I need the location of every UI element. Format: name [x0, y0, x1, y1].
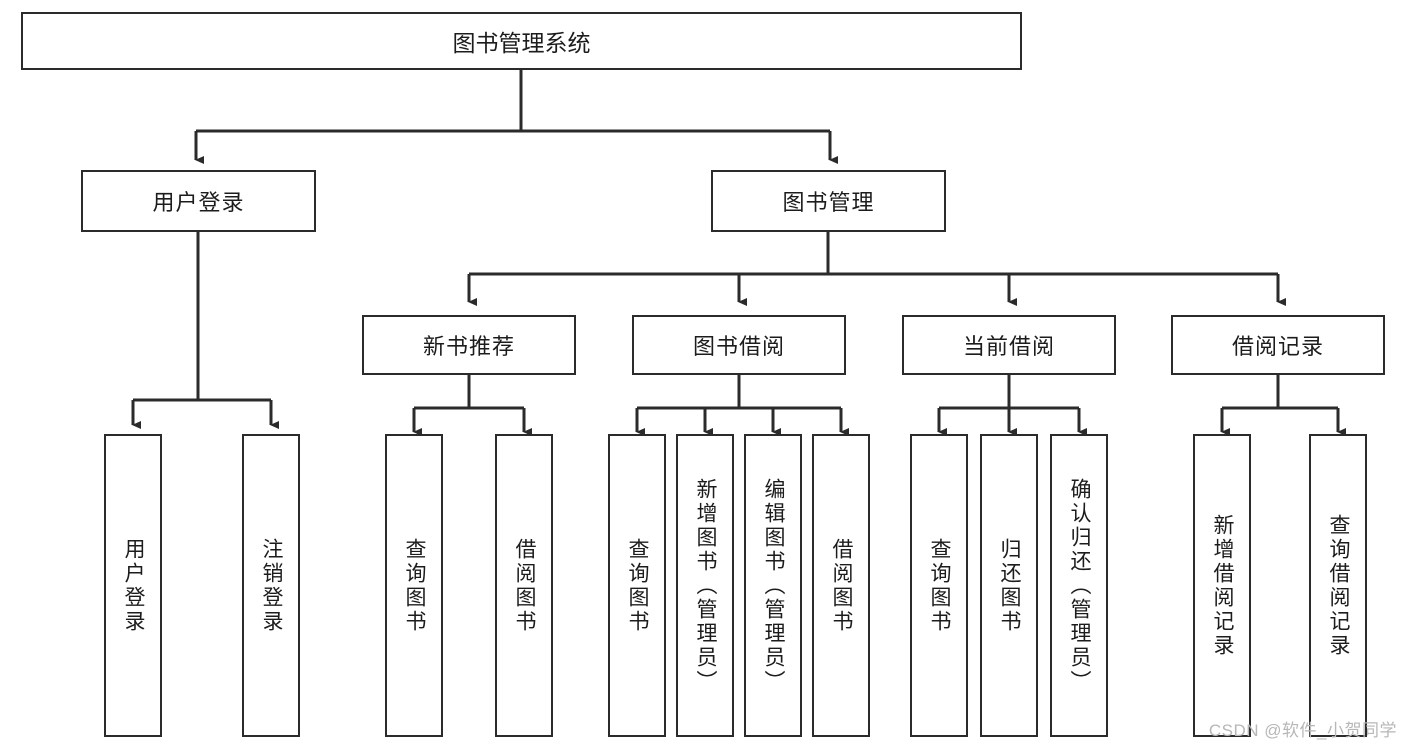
leaf-label: 借阅图书	[830, 537, 854, 634]
leaf-user-login-logout[interactable]: 注销登录	[242, 434, 300, 737]
leaf-label: 借阅图书	[513, 537, 537, 634]
node-book-management-label: 图书管理	[782, 190, 875, 215]
node-book-management[interactable]: 图书管理	[711, 170, 946, 232]
csdn-watermark: CSDN @软件_小贺同学	[1208, 721, 1397, 740]
node-new-book-recommend[interactable]: 新书推荐	[362, 315, 576, 375]
node-current-borrow-label: 当前借阅	[962, 334, 1055, 359]
leaf-label: 新增借阅记录	[1211, 513, 1235, 658]
node-current-borrow[interactable]: 当前借阅	[902, 315, 1116, 375]
node-book-borrow[interactable]: 图书借阅	[632, 315, 846, 375]
leaf-label: 新增图书（管理员）	[694, 477, 718, 694]
leaf-current-return-book[interactable]: 归还图书	[980, 434, 1038, 737]
leaf-record-add[interactable]: 新增借阅记录	[1193, 434, 1251, 737]
leaf-label: 注销登录	[260, 537, 284, 634]
leaf-borrow-edit-book[interactable]: 编辑图书（管理员）	[744, 434, 802, 737]
node-user-login-label: 用户登录	[152, 190, 245, 215]
leaf-label: 归还图书	[998, 537, 1022, 634]
node-new-book-recommend-label: 新书推荐	[422, 334, 515, 359]
leaf-label: 用户登录	[122, 537, 146, 634]
leaf-new-book-borrow[interactable]: 借阅图书	[495, 434, 553, 737]
node-user-login[interactable]: 用户登录	[81, 170, 316, 232]
leaf-borrow-borrow-book[interactable]: 借阅图书	[812, 434, 870, 737]
leaf-new-book-query[interactable]: 查询图书	[385, 434, 443, 737]
leaf-label: 查询图书	[626, 537, 650, 634]
leaf-current-query-book[interactable]: 查询图书	[910, 434, 968, 737]
leaf-label: 编辑图书（管理员）	[762, 477, 786, 694]
leaf-label: 查询图书	[928, 537, 952, 634]
node-book-borrow-label: 图书借阅	[692, 334, 785, 359]
leaf-record-query[interactable]: 查询借阅记录	[1309, 434, 1367, 737]
node-root-label: 图书管理系统	[452, 30, 591, 56]
leaf-label: 查询图书	[403, 537, 427, 634]
leaf-label: 查询借阅记录	[1327, 513, 1351, 658]
node-borrow-record-label: 借阅记录	[1231, 334, 1324, 359]
leaf-current-confirm-return[interactable]: 确认归还（管理员）	[1050, 434, 1108, 737]
leaf-user-login-login[interactable]: 用户登录	[104, 434, 162, 737]
node-borrow-record[interactable]: 借阅记录	[1171, 315, 1385, 375]
leaf-borrow-query-book[interactable]: 查询图书	[608, 434, 666, 737]
leaf-label: 确认归还（管理员）	[1068, 477, 1092, 694]
node-root[interactable]: 图书管理系统	[21, 12, 1022, 70]
leaf-borrow-add-book[interactable]: 新增图书（管理员）	[676, 434, 734, 737]
